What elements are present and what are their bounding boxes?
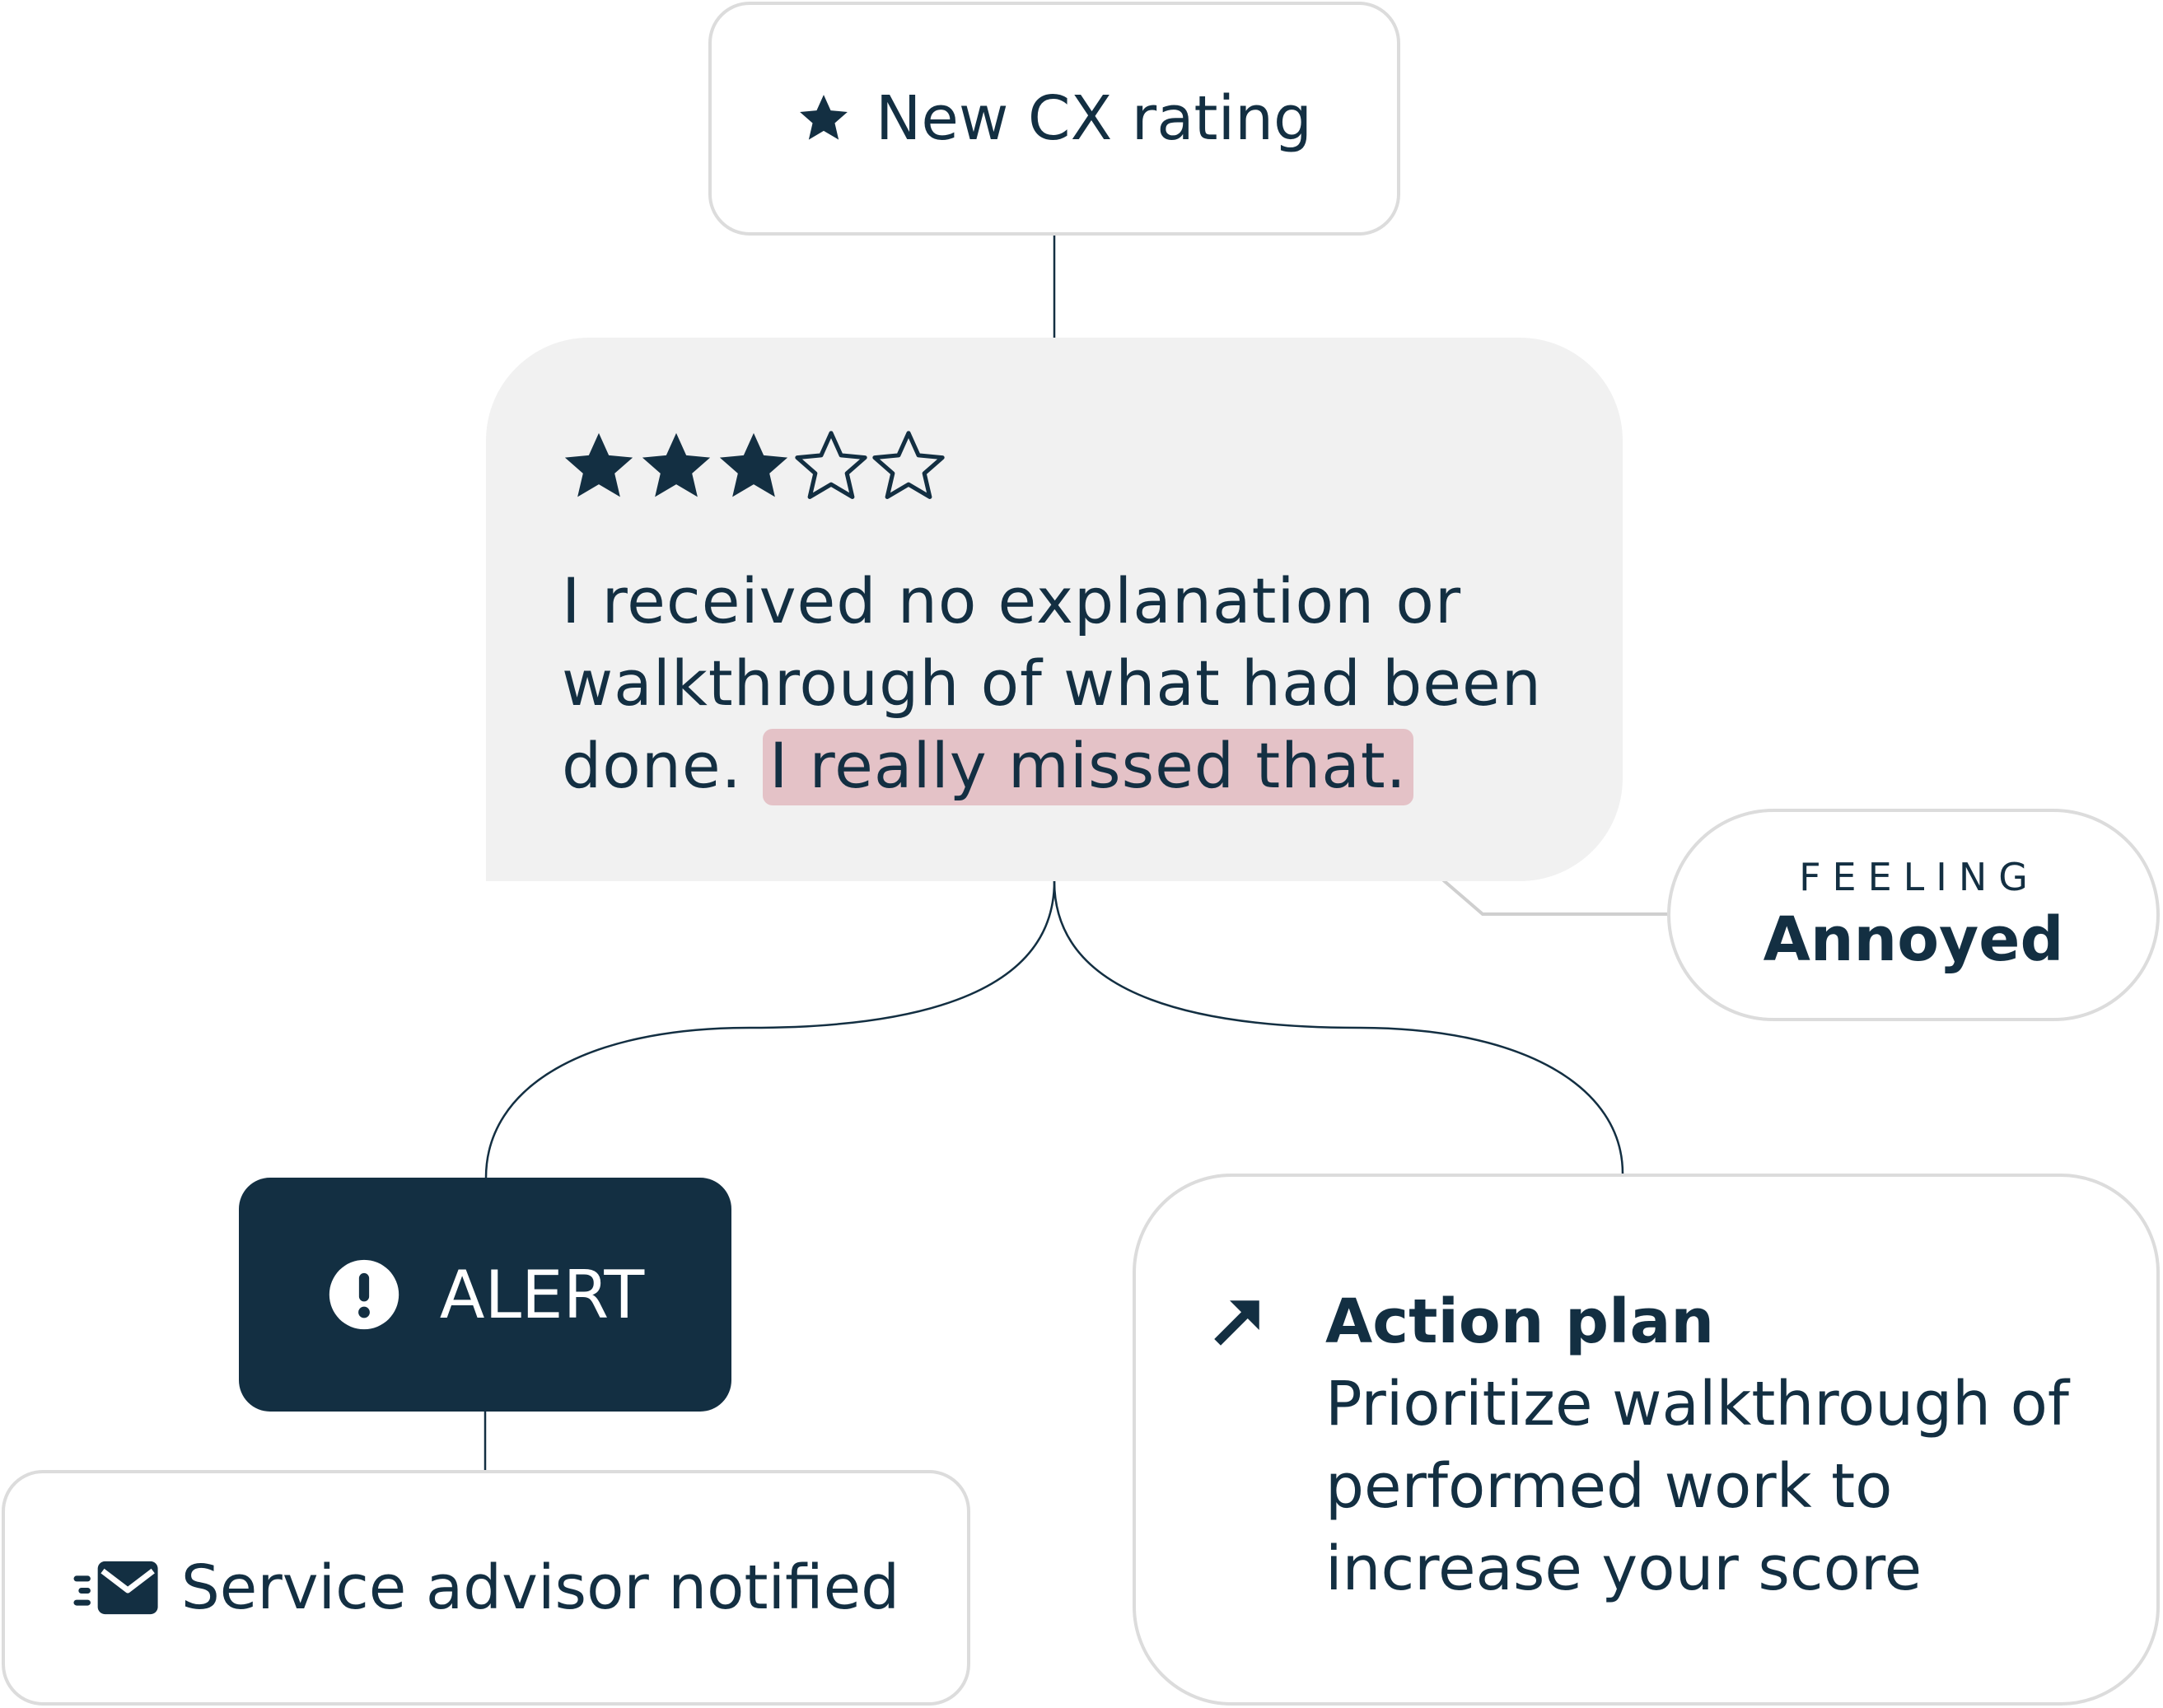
star-filled-icon (642, 432, 711, 497)
connector-review-to-action-plan (1053, 880, 1624, 1174)
exclamation-circle-icon (329, 1259, 399, 1330)
alert-label: ALERT (439, 1256, 645, 1333)
review-text: I received no explanation or walkthrough… (562, 560, 1591, 807)
arrow-up-right-icon (1214, 1300, 1259, 1346)
review-text-body: I received no explanation or walkthrough… (562, 564, 1542, 802)
action-plan-box: Action plan Prioritize walkthrough of pe… (1133, 1174, 2160, 1706)
star-rating (560, 428, 947, 506)
review-card: I received no explanation or walkthrough… (486, 338, 1623, 881)
new-rating-label: New CX rating (875, 83, 1313, 154)
service-advisor-notified-box: Service advisor notified (2, 1470, 970, 1706)
feeling-label: FEELING (1799, 855, 2039, 899)
fast-mail-icon (73, 1561, 158, 1615)
star-icon (800, 95, 848, 140)
star-filled-icon (719, 432, 788, 497)
star-empty-icon (795, 431, 867, 499)
action-plan-description: Prioritize walkthrough of performed work… (1325, 1369, 2069, 1604)
new-rating-box: New CX rating (708, 2, 1400, 236)
connector-review-to-alert (484, 880, 1056, 1178)
star-filled-icon (564, 432, 633, 497)
action-plan-title: Action plan (1325, 1286, 1715, 1357)
star-empty-icon (872, 431, 945, 499)
review-text-highlight: I really missed that. (762, 729, 1413, 805)
feeling-box: FEELING Annoyed (1667, 809, 2160, 1021)
alert-box: ALERT (239, 1178, 731, 1412)
feeling-value: Annoyed (1763, 904, 2064, 975)
service-advisor-notified-label: Service advisor notified (180, 1552, 900, 1623)
